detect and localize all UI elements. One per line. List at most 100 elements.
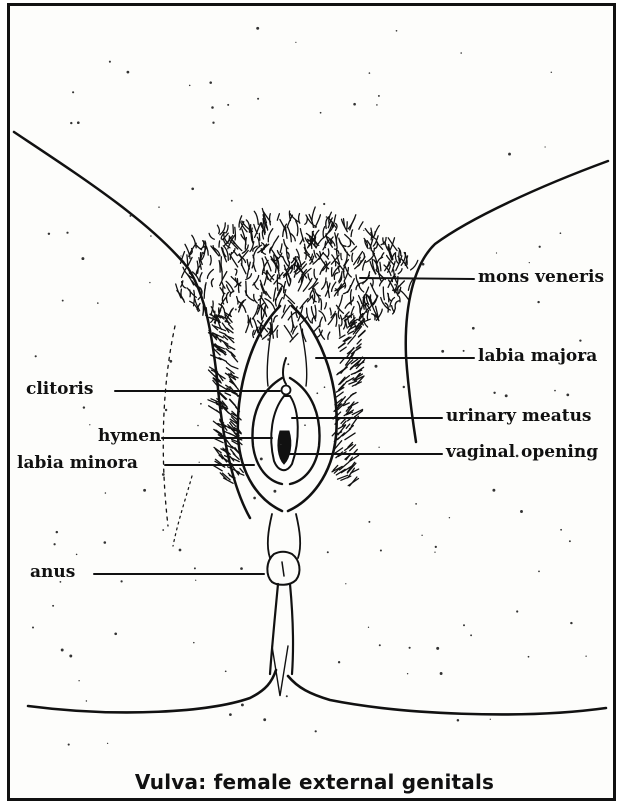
stipple-dot <box>362 283 364 285</box>
stipple-dot <box>368 627 369 628</box>
stipple-dot <box>463 624 465 626</box>
stipple-dot <box>77 121 80 124</box>
hair-stroke <box>221 257 222 272</box>
label-clitoris: clitoris <box>26 381 93 398</box>
stipple-dot <box>150 235 152 237</box>
hair-stroke <box>259 233 260 240</box>
hair-stroke <box>313 231 315 238</box>
stipple-dot <box>120 580 122 582</box>
hair-stroke <box>300 299 308 309</box>
stipple-dot <box>109 61 111 63</box>
hair-stroke <box>268 229 273 242</box>
stipple-dot <box>363 230 364 231</box>
hair-stroke <box>241 264 246 274</box>
hair-stroke <box>182 282 187 288</box>
stipple-dot <box>211 106 214 109</box>
stipple-dot <box>407 673 408 674</box>
stipple-dot <box>326 216 328 218</box>
hair-stroke <box>349 381 357 384</box>
stipple-dot <box>353 103 356 106</box>
hair-stroke <box>350 477 357 486</box>
hair-stroke <box>344 286 351 294</box>
stipple-dot <box>114 632 117 635</box>
diagram-frame: mons veneris labia majora clitoris urina… <box>7 3 616 801</box>
hair-stroke <box>246 220 249 232</box>
stipple-dot <box>516 610 518 612</box>
hair-stroke <box>274 236 278 243</box>
hair-stroke <box>328 249 329 257</box>
hair-stroke <box>203 306 204 315</box>
stipple-dots <box>32 27 587 746</box>
hair-stroke <box>346 424 350 428</box>
stipple-dot <box>569 540 571 542</box>
hair-stroke <box>344 252 348 266</box>
hair-stroke <box>345 433 355 440</box>
stipple-dot <box>66 232 68 234</box>
stipple-dot <box>460 52 462 54</box>
hair-stroke <box>253 263 256 272</box>
hair-stroke <box>357 340 361 344</box>
stipple-dot <box>324 386 326 388</box>
hair-stroke <box>247 260 249 270</box>
hair-stroke <box>276 299 277 306</box>
hair-stroke <box>337 392 344 397</box>
stipple-dot <box>434 552 435 553</box>
stipple-dot <box>89 424 90 425</box>
stipple-dot <box>129 215 131 217</box>
hair-stroke <box>226 292 228 302</box>
stipple-dot <box>267 338 270 341</box>
hair-stroke <box>336 305 343 313</box>
label-anus: anus <box>30 564 75 581</box>
stipple-dot <box>472 327 475 330</box>
stipple-dot <box>544 146 545 147</box>
label-urinary-meatus: urinary meatus <box>446 408 592 425</box>
hair-stroke <box>232 249 235 254</box>
hair-stroke <box>351 246 357 251</box>
label-labia-minora: labia minora <box>17 455 138 472</box>
stipple-dot <box>62 300 64 302</box>
hair-stroke <box>363 261 366 271</box>
stipple-dot <box>227 104 229 106</box>
hair-stroke <box>328 314 335 325</box>
hair-stroke <box>187 255 188 267</box>
stipple-dot <box>68 744 70 746</box>
hair-stroke <box>340 347 346 351</box>
stipple-dot <box>158 206 160 208</box>
stipple-dot <box>104 541 107 544</box>
hair-stroke <box>338 309 339 318</box>
hair-stroke <box>316 237 325 247</box>
stipple-dot <box>369 72 371 74</box>
hair-stroke <box>312 207 315 221</box>
stipple-dot <box>169 360 172 363</box>
stipple-dot <box>566 394 569 397</box>
stipple-dot <box>315 730 317 732</box>
stipple-dot <box>379 644 381 646</box>
stipple-dot <box>286 695 288 697</box>
hair-stroke <box>339 343 345 348</box>
hair-stroke <box>254 294 258 303</box>
hair-stroke <box>245 238 246 250</box>
stipple-dot <box>470 634 472 636</box>
hair-stroke <box>219 332 224 334</box>
stipple-dot <box>560 232 562 234</box>
hair-stroke <box>319 311 326 321</box>
hair-stroke <box>284 240 288 249</box>
stipple-dot <box>212 122 214 124</box>
stipple-dot <box>253 497 256 500</box>
stipple-dot <box>505 394 508 397</box>
label-hymen: hymen <box>98 428 161 445</box>
stipple-dot <box>70 122 72 124</box>
stipple-dot <box>165 409 167 411</box>
stipple-dot <box>560 529 562 531</box>
stipple-dot <box>195 580 196 581</box>
hair-stroke <box>351 393 356 396</box>
label-mons-veneris: mons veneris <box>478 269 604 286</box>
stipple-dot <box>415 503 417 505</box>
stipple-dot <box>52 605 54 607</box>
hair-stroke <box>336 314 337 327</box>
stipple-dot <box>229 348 230 349</box>
stipple-dot <box>463 350 465 352</box>
stipple-dot <box>260 457 263 460</box>
hair-stroke <box>340 315 342 326</box>
hair-stroke <box>347 462 354 472</box>
